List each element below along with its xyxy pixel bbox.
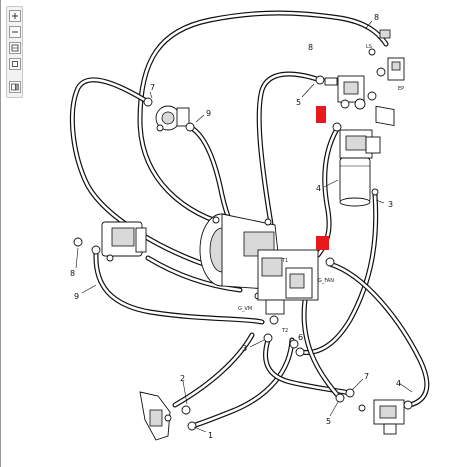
highlight-tag-upper[interactable] — [316, 106, 326, 123]
hoses — [69, 10, 430, 429]
filter-assembly[interactable] — [332, 122, 381, 207]
hose-8-top[interactable] — [137, 10, 389, 229]
callout-8-top[interactable]: 8 — [374, 13, 379, 22]
callout-7-lower[interactable]: 7 — [364, 372, 369, 381]
port-label-ep: EP — [398, 86, 404, 92]
callout-3-right[interactable]: 3 — [388, 200, 393, 209]
callout-4-lower-right[interactable]: 4 — [396, 379, 401, 388]
port-label-gfan: G_FAN — [318, 278, 334, 284]
plus-icon — [12, 13, 18, 19]
hose-3-right[interactable] — [297, 192, 379, 356]
left-pump[interactable] — [91, 221, 147, 262]
upper-mid-valve[interactable] — [324, 75, 377, 110]
callout-9-lower[interactable]: 9 — [74, 292, 79, 301]
viewer-toolbar — [6, 6, 23, 98]
callout-2[interactable]: 2 — [180, 374, 185, 383]
callout-7-left[interactable]: 7 — [150, 83, 155, 92]
fittings — [73, 75, 355, 403]
callout-8-left[interactable]: 8 — [70, 269, 75, 278]
lower-right-valve[interactable] — [358, 399, 413, 435]
reset-button[interactable] — [9, 58, 21, 70]
port-label-ls: LS — [366, 44, 372, 50]
highlight-tag-lower[interactable] — [316, 236, 329, 250]
callout-1[interactable]: 1 — [208, 431, 213, 440]
port-labels: EP LS T1 T2 G_VM G_FAN — [238, 44, 404, 334]
fit-icon — [11, 44, 19, 52]
callout-5-upper[interactable]: 5 — [296, 98, 301, 107]
callout-9-upper[interactable]: 9 — [206, 109, 211, 118]
fit-button[interactable] — [9, 42, 21, 54]
zoom-out-button[interactable] — [9, 26, 21, 38]
hose-1[interactable] — [189, 337, 295, 429]
export-icon — [11, 83, 19, 91]
callout-4-filter[interactable]: 4 — [316, 184, 321, 193]
lower-left-fitting[interactable] — [139, 391, 197, 441]
export-button[interactable] — [9, 81, 21, 93]
callout-labels: 8 7 9 5 4 3 8 9 3 2 1 7 5 4 6 8 — [70, 13, 401, 440]
leader-lines — [75, 20, 413, 433]
zoom-in-button[interactable] — [9, 10, 21, 22]
callout-8-upper-valve[interactable]: 8 — [308, 43, 313, 52]
square-icon — [12, 61, 18, 67]
hose-2[interactable] — [172, 332, 255, 408]
callout-5-lower[interactable]: 5 — [326, 417, 331, 426]
hose-9-lower[interactable] — [93, 251, 265, 325]
valve-block[interactable] — [257, 249, 319, 349]
hose-pump-to-block[interactable] — [145, 255, 243, 293]
port-label-t1: T1 — [281, 258, 288, 264]
small-pump[interactable] — [155, 105, 190, 132]
port-label-gvm: G_VM — [238, 306, 252, 312]
hose-4-lower-right[interactable] — [327, 261, 430, 408]
top-right-valve[interactable] — [368, 29, 405, 127]
port-label-t2: T2 — [281, 328, 288, 334]
hose-5-lower[interactable] — [301, 297, 343, 401]
minus-icon — [12, 31, 18, 33]
callout-3-lower[interactable]: 3 — [242, 344, 247, 353]
callout-6[interactable]: 6 — [298, 333, 303, 342]
